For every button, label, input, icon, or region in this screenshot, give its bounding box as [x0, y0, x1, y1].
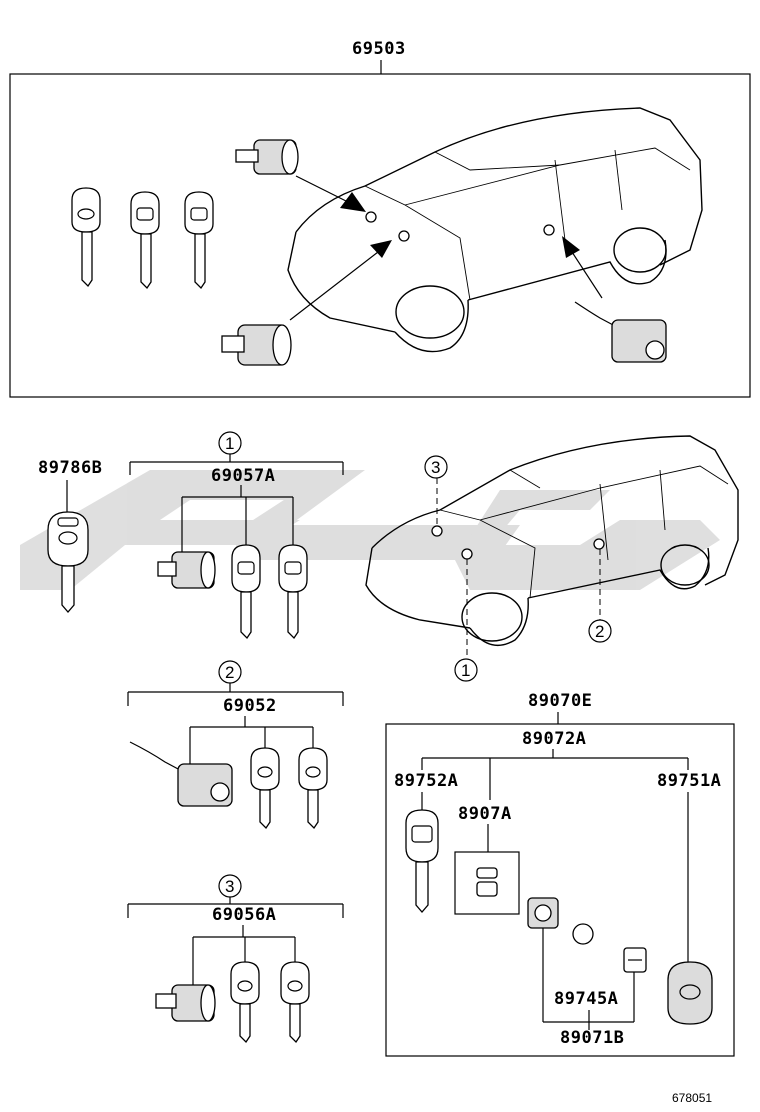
- key-icon: [230, 961, 260, 1044]
- battery-cell-icon: [572, 923, 594, 945]
- callout-circle-3: [424, 455, 448, 479]
- callout-1: 1: [225, 434, 234, 453]
- remote-key-icon: [47, 511, 89, 613]
- key-icon: [130, 191, 160, 290]
- arrow-icon: [562, 236, 603, 299]
- callout-2: 2: [225, 663, 234, 682]
- arrow-icon: [295, 175, 366, 212]
- label-8907A: 8907A: [458, 804, 512, 824]
- key-icon: [278, 544, 308, 640]
- key-icon: [71, 187, 101, 288]
- key-icon: [298, 747, 328, 830]
- label-89745A: 89745A: [554, 989, 618, 1009]
- callout-2: 2: [595, 622, 604, 641]
- part-8907A-box: [454, 851, 520, 915]
- key-icon: [280, 961, 310, 1044]
- label-89070E: 89070E: [528, 691, 592, 711]
- assembly-69503-frame: [9, 73, 751, 398]
- callout-1: 1: [461, 661, 470, 680]
- key-cover-icon: [623, 947, 647, 973]
- suv-illustration: [365, 435, 739, 659]
- key-icon: [184, 191, 214, 290]
- arrow-icon: [289, 240, 392, 321]
- diagram-number: 678051: [672, 1091, 712, 1105]
- label-69503: 69503: [352, 39, 406, 59]
- door-lock-assembly-icon: [129, 741, 233, 807]
- suv-illustration: [287, 107, 703, 353]
- door-lock-cylinder-icon: [235, 139, 299, 175]
- callout-3: 3: [431, 458, 440, 477]
- label-89072A: 89072A: [522, 729, 586, 749]
- lock-cylinder-icon: [155, 984, 216, 1022]
- label-69056A: 69056A: [212, 905, 276, 925]
- kit-89070E-frame: [385, 723, 735, 1057]
- key-icon: [250, 747, 280, 830]
- label-89751A: 89751A: [657, 771, 721, 791]
- key-icon: [405, 809, 439, 913]
- callout-3: 3: [225, 877, 234, 896]
- label-89752A: 89752A: [394, 771, 458, 791]
- door-lock-cylinder-icon: [221, 324, 292, 366]
- label-69057A: 69057A: [211, 466, 275, 486]
- smart-key-fob-icon: [667, 961, 713, 1025]
- key-icon: [231, 544, 261, 640]
- label-89071B: 89071B: [560, 1028, 624, 1048]
- label-69052: 69052: [223, 696, 277, 716]
- watermark: [20, 470, 720, 590]
- ignition-cylinder-icon: [157, 551, 216, 589]
- label-89786B: 89786B: [38, 458, 102, 478]
- key-blade-insert-icon: [476, 867, 498, 897]
- rear-lock-assembly-icon: [574, 301, 667, 363]
- transponder-housing-icon: [527, 897, 559, 929]
- callout-circle-1: [454, 658, 478, 682]
